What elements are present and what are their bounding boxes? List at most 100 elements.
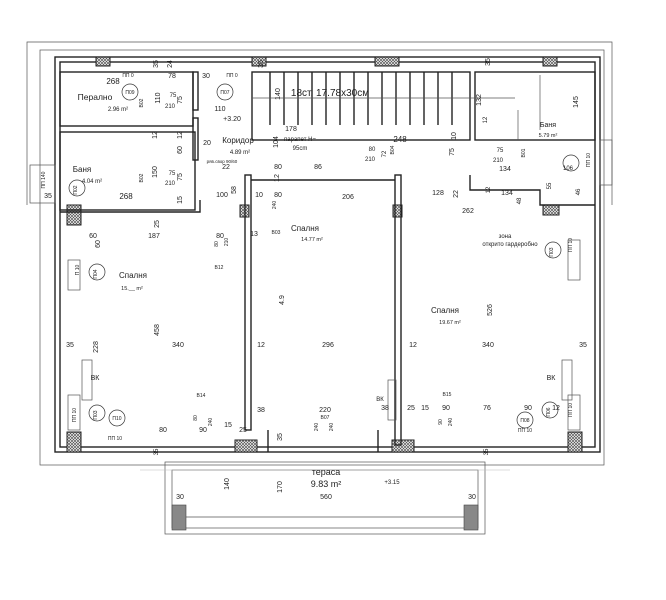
label-b07: B07 xyxy=(321,415,330,421)
label-d-145: 145 xyxy=(573,96,580,108)
label-d-35h: 35 xyxy=(154,448,160,455)
label-d-262: 262 xyxy=(462,208,474,215)
label-wardrobe-1: зона xyxy=(499,234,512,240)
label-vk-center: ВК xyxy=(376,397,384,403)
label-bath-right-area: 5.79 m² xyxy=(539,133,558,139)
label-d-35d: 35 xyxy=(44,193,52,200)
label-bath-left-name: Баня xyxy=(73,165,91,174)
label-d-12c: 12 xyxy=(274,174,281,182)
label-p03a: П03 xyxy=(93,410,99,419)
label-d-210c: 210 xyxy=(365,157,376,163)
outer-outline xyxy=(26,41,613,466)
label-bed-left-name: Спалня xyxy=(119,271,147,280)
label-d-110b: 110 xyxy=(214,106,225,113)
label-d-90b: 90 xyxy=(442,405,450,412)
label-d-100: 100 xyxy=(216,192,228,199)
label-d-10b: 10 xyxy=(451,132,458,140)
exterior-walls xyxy=(29,56,613,453)
label-d-35a: 35 xyxy=(153,60,160,68)
label-d-296: 296 xyxy=(322,342,334,349)
label-pp10f: ПП 10 xyxy=(518,428,532,434)
label-d-80g: 80 xyxy=(159,427,167,434)
label-d-80f: 80 xyxy=(193,415,199,421)
label-p02: П02 xyxy=(73,185,79,194)
label-d-86: 86 xyxy=(314,164,322,171)
label-d-35i: 35 xyxy=(484,448,490,455)
label-pp140: ПП 140 xyxy=(41,171,47,188)
label-wardrobe-2: открито гардеробно xyxy=(482,242,538,248)
label-d-60c: 60 xyxy=(95,240,102,248)
label-door-note: ряв.свор 90/60 xyxy=(207,159,238,164)
label-pp10c: ПП 10 xyxy=(108,436,122,442)
label-bath-left-area: 4.04 m² xyxy=(82,179,102,185)
label-d-340a: 340 xyxy=(172,342,184,349)
label-d-75f: 75 xyxy=(497,148,504,154)
label-d-210b: 210 xyxy=(165,181,176,187)
label-d-150: 150 xyxy=(152,166,159,178)
label-d-240b: 240 xyxy=(314,423,320,432)
label-d-134b: 134 xyxy=(501,190,513,197)
label-vk-left: ВК xyxy=(91,375,101,382)
label-d-90c: 90 xyxy=(524,405,532,412)
label-d-106: 106 xyxy=(563,166,574,172)
label-d-10a: 10 xyxy=(255,192,263,199)
label-d-210e: 210 xyxy=(224,238,230,247)
label-bed-left-area: 15.__ m² xyxy=(121,286,143,292)
label-p08: П08 xyxy=(520,418,529,424)
label-d-80d: 80 xyxy=(216,233,224,240)
label-d-90d: 90 xyxy=(438,419,444,425)
label-d-15a: 15 xyxy=(177,196,184,204)
label-d-35b: 35 xyxy=(258,60,265,68)
label-corridor-level: +3.20 xyxy=(223,116,241,123)
label-d-240e: 240 xyxy=(448,418,454,427)
label-d-134a: 134 xyxy=(499,166,511,173)
concrete-columns xyxy=(66,56,583,453)
label-corridor-area: 4.89 m² xyxy=(230,150,250,156)
label-d-46: 46 xyxy=(576,188,582,195)
label-d-340b: 340 xyxy=(482,342,494,349)
label-d-140b: 140 xyxy=(224,478,231,490)
label-d-12f: 12 xyxy=(257,342,265,349)
label-stair: 18ст. 17.78x30см xyxy=(291,88,369,99)
label-storage-area: 2.96 m² xyxy=(108,107,128,113)
label-d-268b: 268 xyxy=(119,192,133,201)
label-bed-right-area: 19.67 m² xyxy=(439,320,461,326)
label-pp10g: ПП 10 xyxy=(568,403,574,417)
label-d-12g: 12 xyxy=(409,342,417,349)
label-d-80e: 80 xyxy=(214,241,220,247)
interior-walls xyxy=(59,71,596,452)
label-d-80a: 80 xyxy=(274,164,282,171)
label-corridor-name: Коридор xyxy=(222,136,254,145)
label-d-24: 24 xyxy=(167,60,174,68)
label-pp10a: ПП 10 xyxy=(586,153,592,167)
label-d-80b: 80 xyxy=(274,192,282,199)
label-p07: П07 xyxy=(220,90,229,96)
label-d-25a: 25 xyxy=(154,220,161,228)
label-bath-right-name: Баня xyxy=(540,122,556,129)
label-d-38a: 38 xyxy=(257,407,265,414)
label-bed-center-name: Спалня xyxy=(291,224,319,233)
label-pp0a: ПП 0 xyxy=(122,73,134,79)
label-p10: П10 xyxy=(112,416,121,422)
label-bed-right-name: Спалня xyxy=(431,306,459,315)
label-d-35f: 35 xyxy=(66,342,74,349)
label-d-12a: 12 xyxy=(152,131,159,139)
label-pp10b: П 10 xyxy=(75,265,81,276)
label-d-35e: 35 xyxy=(277,433,284,441)
label-d-35c: 35 xyxy=(485,58,492,66)
label-b02a: B02 xyxy=(139,98,145,107)
label-d-110a: 110 xyxy=(155,92,162,103)
label-terrace-level: +3.15 xyxy=(384,480,400,486)
label-d-55: 55 xyxy=(547,182,553,189)
label-d-75e: 75 xyxy=(449,148,456,156)
label-d-240c: 240 xyxy=(329,423,335,432)
label-d-22b: 22 xyxy=(453,190,460,198)
label-d-72: 72 xyxy=(382,150,388,157)
label-d-78: 78 xyxy=(168,73,176,80)
label-d-30c: 30 xyxy=(468,494,476,501)
label-terrace-name: тераса xyxy=(312,467,341,477)
label-d-75c: 75 xyxy=(169,171,176,177)
label-d-210a: 210 xyxy=(165,104,176,110)
label-d-178: 178 xyxy=(285,126,297,133)
